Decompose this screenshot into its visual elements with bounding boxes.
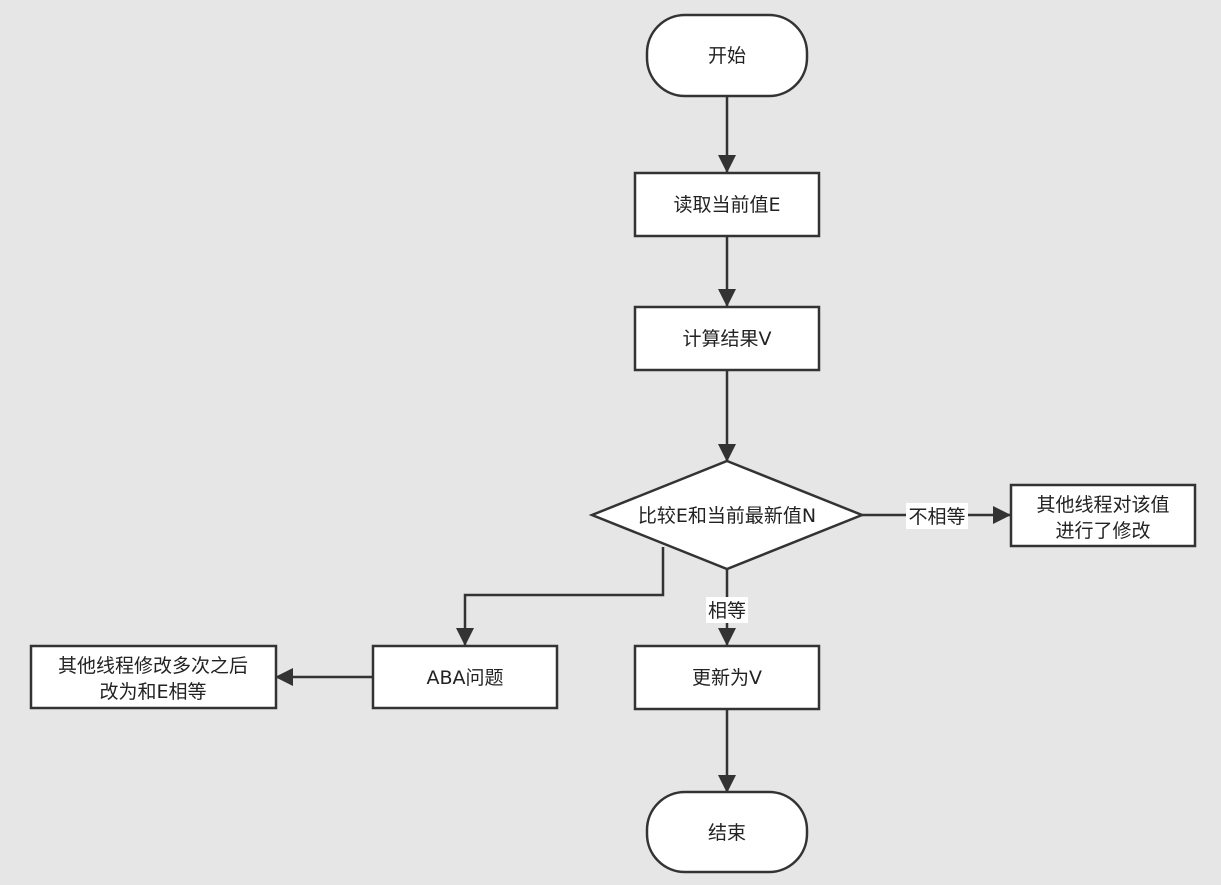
read-value-box (633, 171, 821, 238)
edge-compare-to-aba (456, 547, 665, 646)
modified-label-line-1: 其他线程对该值 (1036, 494, 1169, 516)
update-box (633, 644, 821, 711)
edge-labels: 不相等 相等 (706, 503, 968, 623)
update-label: 更新为V (692, 667, 762, 689)
edge-label-bg-equal (706, 597, 748, 623)
aba-detail-box (29, 644, 278, 710)
end-label: 结束 (708, 822, 746, 844)
node-modified[interactable]: 其他线程对该值 进行了修改 (1009, 483, 1197, 548)
node-compute-result[interactable]: 计算结果V (633, 305, 821, 372)
edge-label-equal: 相等 (708, 600, 746, 622)
edge-label-bg-not-equal (906, 503, 968, 529)
aba-label: ABA问题 (426, 667, 503, 689)
node-aba-detail[interactable]: 其他线程修改多次之后 改为和E相等 (29, 644, 278, 710)
compute-result-box (633, 305, 821, 372)
aba-detail-label-line-1: 其他线程修改多次之后 (58, 655, 248, 677)
node-read-value[interactable]: 读取当前值E (633, 171, 821, 238)
start-terminal-shape (645, 13, 809, 98)
modified-box (1009, 483, 1197, 548)
compare-label: 比较E和当前最新值N (638, 505, 816, 527)
edge-label-not-equal: 不相等 (908, 506, 965, 528)
nodes: 开始 读取当前值E 计算结果V 比较E和当前最新值N 其他线程对该值 进行了修改 (29, 13, 1197, 874)
node-end[interactable]: 结束 (645, 790, 809, 874)
compare-decision-shape (588, 459, 866, 571)
end-terminal-shape (645, 790, 809, 874)
node-update[interactable]: 更新为V (633, 644, 821, 711)
aba-detail-label-line-2: 改为和E相等 (99, 681, 206, 703)
compute-result-label: 计算结果V (683, 328, 772, 350)
node-aba[interactable]: ABA问题 (371, 644, 559, 710)
read-value-label: 读取当前值E (673, 194, 780, 216)
modified-label-line-2: 进行了修改 (1055, 520, 1150, 542)
aba-box (371, 644, 559, 710)
node-start[interactable]: 开始 (645, 13, 809, 98)
node-compare[interactable]: 比较E和当前最新值N (588, 459, 866, 571)
start-label: 开始 (708, 45, 746, 67)
